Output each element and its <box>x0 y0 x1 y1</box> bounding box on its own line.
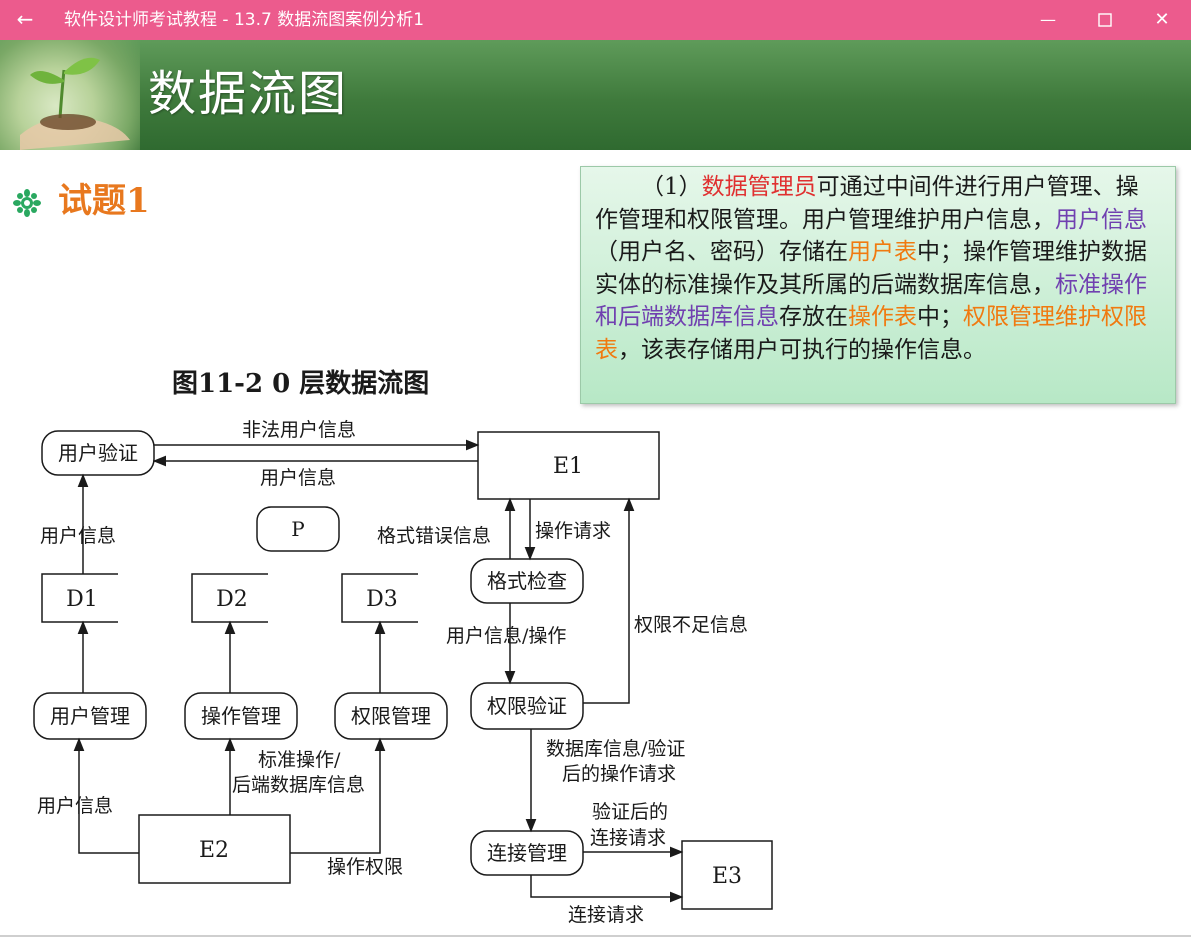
bottom-divider <box>0 935 1191 937</box>
text-segment: 可通过中间件进行用户管理、操作管理和权限管理。用户管理维护用户信息， <box>595 174 1139 233</box>
label-conn-mgmt: 连接管理 <box>487 841 567 865</box>
question-title: 试题1 <box>58 181 150 221</box>
highlight-user-info: 用户信息 <box>1055 206 1147 233</box>
flow-label-op-request: 操作请求 <box>535 520 611 542</box>
highlight-data-admin: 数据管理员 <box>701 174 817 200</box>
label-format-check: 格式检查 <box>487 569 567 593</box>
minimize-icon[interactable]: — <box>1040 10 1056 29</box>
flow-label-illegal-user-info: 非法用户信息 <box>242 419 356 441</box>
slide-banner: 数据流图 <box>0 40 1191 150</box>
flow-label-verified-2: 连接请求 <box>590 827 666 849</box>
label-user-verify: 用户验证 <box>58 441 138 465</box>
flow-label-perm-insufficient: 权限不足信息 <box>634 614 748 636</box>
label-op-mgmt: 操作管理 <box>201 704 281 728</box>
flow-label-std-op-1: 标准操作/ <box>258 749 341 771</box>
flow-e2-user-info <box>73 737 139 854</box>
flow-conn-request <box>530 875 684 903</box>
process-p-shape <box>256 506 340 552</box>
process-op-mgmt-shape <box>184 692 298 740</box>
question-description-box: （1）数据管理员可通过中间件进行用户管理、操作管理和权限管理。用户管理维护用户信… <box>580 166 1176 404</box>
flow-e2-op-perm <box>290 737 386 854</box>
close-icon[interactable]: ✕ <box>1154 9 1170 30</box>
flow-label-verified-1: 验证后的 <box>592 801 668 823</box>
label-p: P <box>291 517 304 541</box>
window-titlebar: ← 软件设计师考试教程 - 13.7 数据流图案例分析1 — ✕ <box>0 0 1191 40</box>
entity-e1-shape <box>477 431 660 500</box>
flow-label-op-perm: 操作权限 <box>327 856 403 878</box>
text-segment: 中； <box>917 304 963 330</box>
label-perm-verify: 权限验证 <box>487 694 567 718</box>
gear-flower-icon <box>12 188 42 218</box>
label-perm-mgmt: 权限管理 <box>351 704 431 728</box>
process-perm-verify-shape <box>470 682 584 730</box>
highlight-user-table: 用户表 <box>848 239 917 265</box>
seedling-hands-image <box>0 40 140 150</box>
highlight-standard-ops: 标准操作和后端数据库信息 <box>595 271 1147 331</box>
flow-label-db-info-2: 后的操作请求 <box>562 763 676 785</box>
process-perm-mgmt-shape <box>334 692 448 740</box>
banner-title: 数据流图 <box>148 66 349 122</box>
flow-label-std-op-2: 后端数据库信息 <box>232 774 365 796</box>
text-segment: ，该表存储用户可执行的操作信息。 <box>618 336 986 363</box>
flow-label-db-info-1: 数据库信息/验证 <box>546 738 685 760</box>
flow-label-user-info-e2: 用户信息 <box>37 795 113 817</box>
flow-perm-insufficient <box>583 497 635 704</box>
text-segment: 存放在 <box>779 304 848 330</box>
label-d3: D3 <box>366 587 398 612</box>
process-user-verify-shape <box>41 430 155 476</box>
flow-label-conn-request: 连接请求 <box>568 904 644 926</box>
entity-e3-shape <box>681 840 773 910</box>
data-flow-diagram: 图11-2 0 层数据流图 <box>33 369 773 926</box>
label-e1: E1 <box>553 454 583 479</box>
process-user-mgmt-shape <box>33 692 147 740</box>
label-user-mgmt: 用户管理 <box>50 704 130 728</box>
highlight-permission-mgmt: 权限管理维护权限表 <box>595 304 1147 363</box>
entity-e2-shape <box>138 814 291 884</box>
label-d2: D2 <box>216 587 248 612</box>
window-title: 软件设计师考试教程 - 13.7 数据流图案例分析1 <box>64 10 425 30</box>
question-paragraph: （1）数据管理员可通过中间件进行用户管理、操作管理和权限管理。用户管理维护用户信… <box>595 171 1161 366</box>
text-segment: （1） <box>641 174 702 200</box>
text-segment: 中；操作管理维护数据实体的标准操作及其所属的后端数据库信息， <box>595 239 1147 298</box>
label-e2: E2 <box>199 838 229 863</box>
diagram-caption: 图11-2 0 层数据流图 <box>172 369 429 399</box>
text-segment: （用户名、密码）存储在 <box>595 239 848 265</box>
back-arrow-icon[interactable]: ← <box>16 7 34 31</box>
flow-label-user-info-top: 用户信息 <box>260 467 336 489</box>
label-d1: D1 <box>66 587 98 612</box>
highlight-op-table: 操作表 <box>848 304 917 330</box>
flow-label-user-info-op: 用户信息/操作 <box>446 625 566 647</box>
flow-label-user-info-left: 用户信息 <box>40 525 116 547</box>
label-e3: E3 <box>712 864 742 889</box>
maximize-icon[interactable] <box>1092 8 1118 32</box>
flow-label-format-error: 格式错误信息 <box>377 525 491 547</box>
